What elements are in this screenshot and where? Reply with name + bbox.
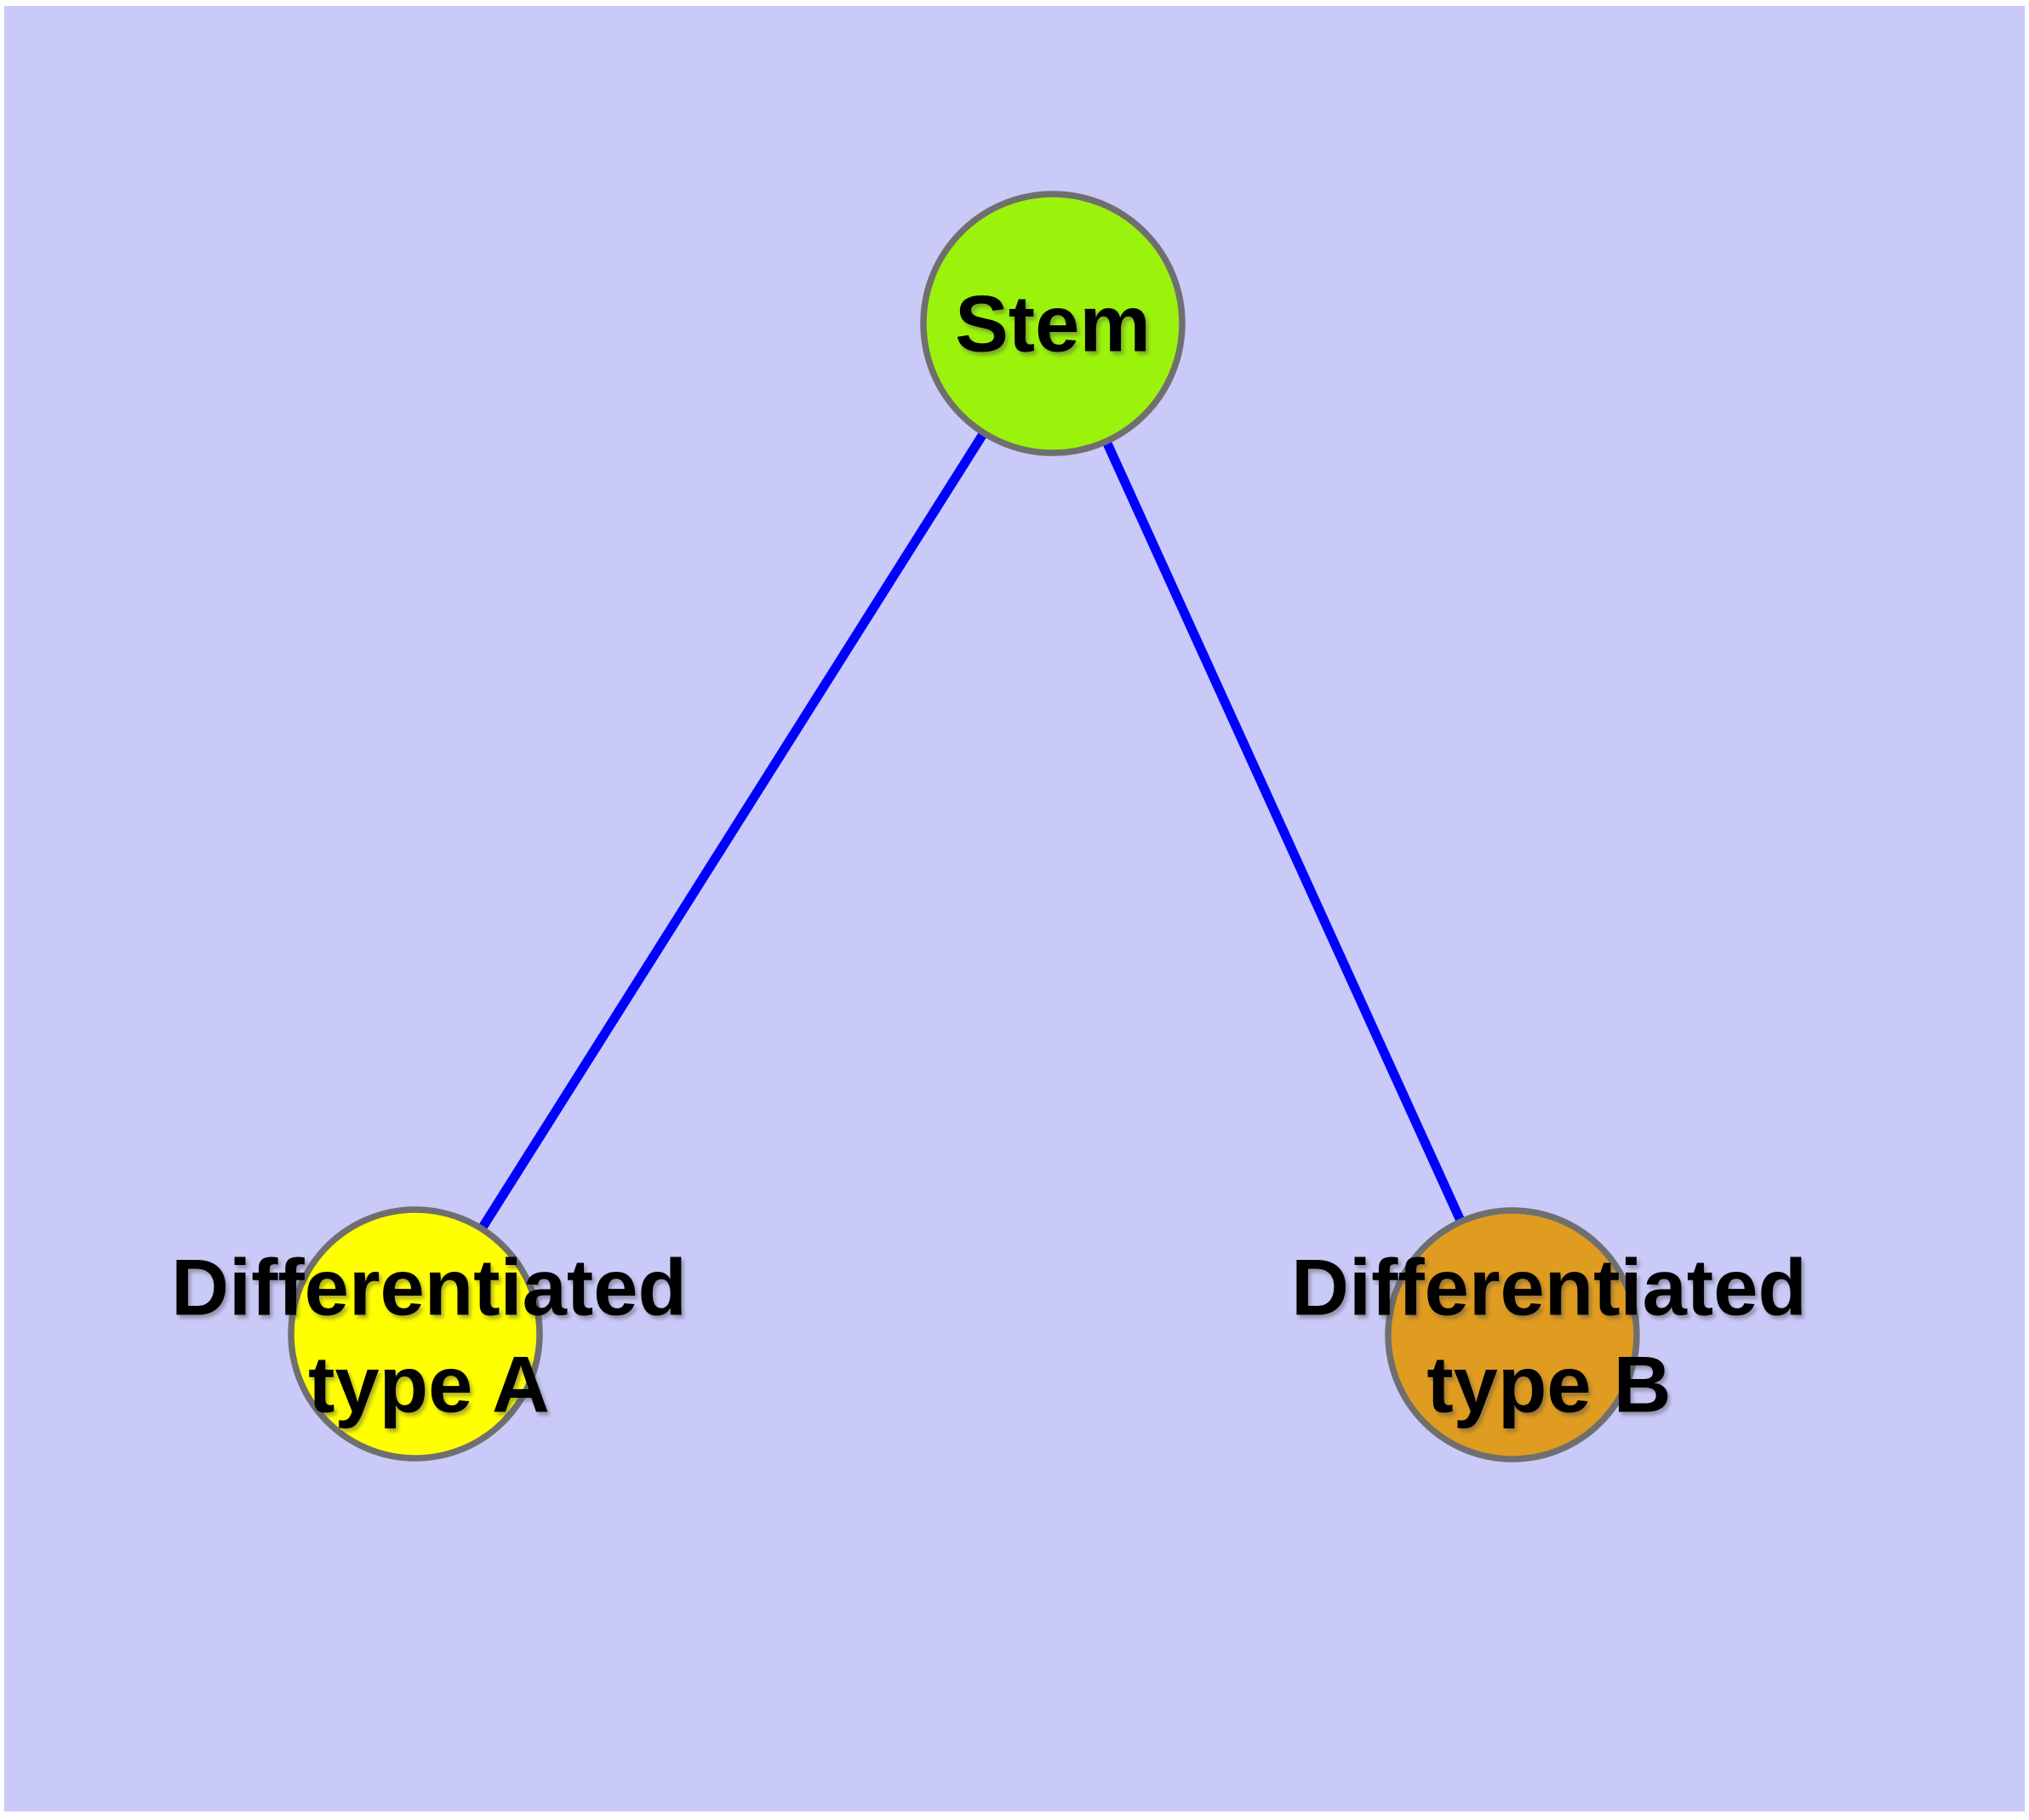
type-b-node-label-line2: type B xyxy=(1426,1340,1671,1429)
type-a-node-label-line2: type A xyxy=(308,1340,550,1429)
stem-node-circle xyxy=(920,191,1186,456)
type-b-node-label-line1: Differentiated xyxy=(1291,1243,1807,1332)
type-b-node-circle xyxy=(1385,1207,1640,1462)
node-differentiated-type-a: Differentiated type A xyxy=(171,1206,687,1462)
stem-node-label: Stem xyxy=(955,279,1151,369)
edges xyxy=(411,321,1517,1337)
type-a-node-label-line1: Differentiated xyxy=(171,1243,687,1332)
node-stem: Stem xyxy=(920,191,1186,456)
edge-stem-to-type-a xyxy=(411,321,1057,1336)
node-differentiated-type-b: Differentiated type B xyxy=(1291,1207,1807,1462)
type-a-node-circle xyxy=(288,1206,543,1462)
edge-stem-to-type-b xyxy=(1048,321,1517,1337)
